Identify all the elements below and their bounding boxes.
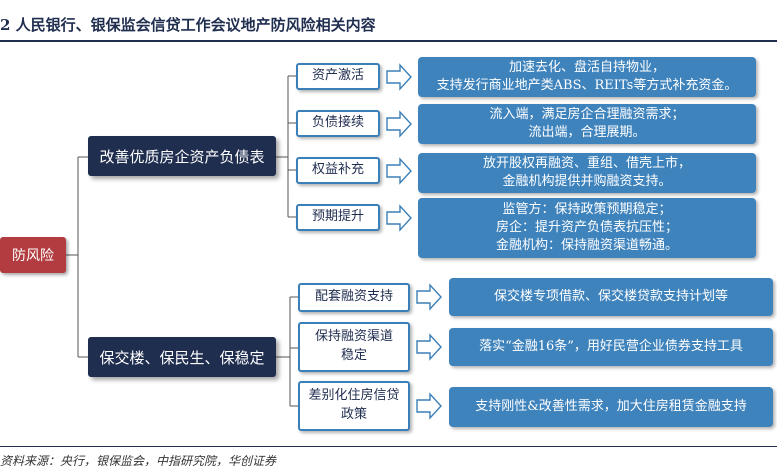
leaf-label: 权益补充 <box>311 162 364 178</box>
desc-line: 房企：提升资产负债表抗压性； <box>495 219 678 235</box>
desc-line: 放开股权再融资、重组、借壳上市， <box>482 155 691 171</box>
desc-line: 保交楼专项借款、保交楼贷款支持计划等 <box>493 288 728 304</box>
arrow-right-icon <box>386 110 412 138</box>
arrow-right-icon <box>386 63 412 91</box>
leaf-supporting-financing: 配套融资支持 <box>298 283 410 312</box>
desc-line: 金融机构：保持融资渠道畅通。 <box>495 238 678 254</box>
desc-line: 金融机构提供并购融资支持。 <box>502 174 672 189</box>
leaf-expectation-boost: 预期提升 <box>296 204 380 231</box>
branch-label: 保交楼、保民生、保稳定 <box>99 348 265 367</box>
footer-divider <box>0 446 777 447</box>
desc-asset-activation: 加速去化、盘活自持物业， 支持发行商业地产类ABS、REITs等方式补充资金。 <box>418 57 756 97</box>
branch-label: 改善优质房企资产负债表 <box>99 147 265 166</box>
leaf-debt-continuation: 负债接续 <box>296 110 380 137</box>
leaf-label: 保持融资渠道稳定 <box>314 329 393 363</box>
leaf-label: 预期提升 <box>311 209 364 225</box>
desc-line: 流出端，合理展期。 <box>528 125 646 140</box>
desc-debt-continuation: 流入端，满足房企合理融资需求； 流出端，合理展期。 <box>418 104 756 144</box>
page-title: 2 人民银行、银保监会信贷工作会议地产防风险相关内容 <box>0 16 376 34</box>
leaf-label: 资产激活 <box>311 68 364 84</box>
leaf-label: 配套融资支持 <box>314 289 393 305</box>
desc-supporting-financing: 保交楼专项借款、保交楼贷款支持计划等 <box>449 278 773 316</box>
leaf-stable-channels: 保持融资渠道稳定 <box>298 322 410 372</box>
branch-asset-liability: 改善优质房企资产负债表 <box>88 136 276 176</box>
leaf-label: 负债接续 <box>311 115 364 131</box>
leaf-asset-activation: 资产激活 <box>296 63 380 90</box>
arrow-right-icon <box>416 392 442 420</box>
leaf-label: 差别化住房信贷政策 <box>308 388 400 422</box>
desc-expectation-boost: 监管方：保持政策预期稳定； 房企：提升资产负债表抗压性； 金融机构：保持融资渠道… <box>418 198 756 258</box>
arrow-right-icon <box>416 283 442 311</box>
desc-differentiated-credit: 支持刚性&改善性需求，加大住房租赁金融支持 <box>449 387 773 427</box>
desc-line: 落实“金融16条”，用好民营企业债券支持工具 <box>479 338 743 354</box>
source-note: 资料来源：央行，银保监会，中指研究院，华创证券 <box>0 454 277 468</box>
leaf-differentiated-credit: 差别化住房信贷政策 <box>298 381 410 431</box>
desc-line: 流入端，满足房企合理融资需求； <box>489 106 685 122</box>
root-node: 防风险 <box>0 237 66 273</box>
root-label: 防风险 <box>12 248 54 264</box>
branch-guarantee-delivery: 保交楼、保民生、保稳定 <box>88 337 276 377</box>
arrow-right-icon <box>416 333 442 361</box>
arrow-right-icon <box>386 204 412 232</box>
arrow-right-icon <box>386 157 412 185</box>
desc-stable-channels: 落实“金融16条”，用好民营企业债券支持工具 <box>449 328 773 366</box>
desc-line: 支持刚性&改善性需求，加大住房租赁金融支持 <box>475 398 747 414</box>
title-divider <box>0 40 777 42</box>
leaf-equity-supplement: 权益补充 <box>296 157 380 184</box>
desc-equity-supplement: 放开股权再融资、重组、借壳上市， 金融机构提供并购融资支持。 <box>418 153 756 193</box>
desc-line: 监管方：保持政策预期稳定； <box>502 201 672 217</box>
desc-line: 加速去化、盘活自持物业， <box>508 59 665 75</box>
desc-line: 支持发行商业地产类ABS、REITs等方式补充资金。 <box>436 78 738 93</box>
